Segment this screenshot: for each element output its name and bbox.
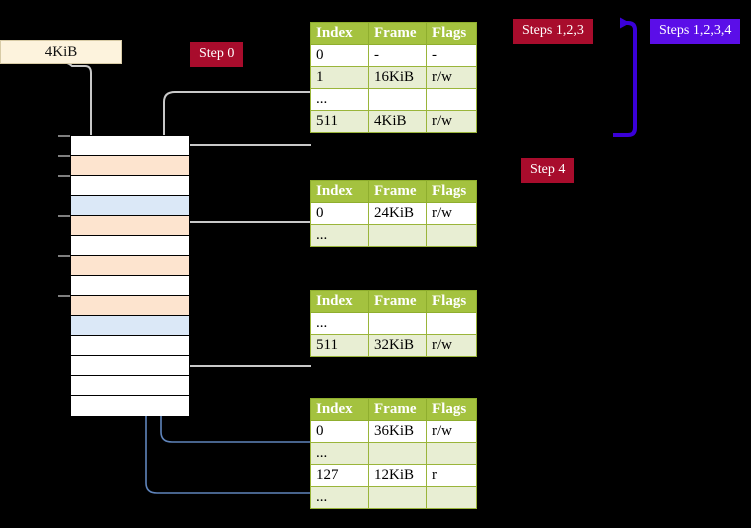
memory-tick-4 [58, 215, 70, 217]
cell-index: 0 [310, 202, 369, 225]
cell-frame [368, 486, 427, 509]
cell-flags [426, 312, 477, 335]
wire-steps-bracket [613, 17, 637, 137]
memory-frame-0 [71, 136, 189, 156]
memory-frame-7 [71, 276, 189, 296]
cell-frame: 32KiB [368, 334, 427, 357]
memory-frame-8 [71, 296, 189, 316]
memory-frame-13 [71, 396, 189, 416]
cell-flags: r/w [426, 110, 477, 133]
memory-tick-0 [58, 135, 70, 137]
cell-flags: r/w [426, 334, 477, 357]
badge-steps1234: Steps 1,2,3,4 [650, 19, 741, 44]
column-header-flags: Flags [426, 180, 477, 203]
cell-index: 0 [310, 420, 369, 443]
cell-frame [368, 312, 427, 335]
cell-index: 1 [310, 66, 369, 89]
cell-flags [426, 88, 477, 111]
badge-step4-label: Step 4 [530, 162, 566, 177]
cell-index: ... [310, 442, 369, 465]
cell-flags: r [426, 464, 477, 487]
badge-steps123-label: Steps 1,2,3 [522, 23, 584, 38]
table-row: ... [310, 224, 477, 247]
badge-steps1234-label: Steps 1,2,3,4 [659, 23, 732, 38]
cell-frame [368, 224, 427, 247]
cell-flags [426, 442, 477, 465]
wire-pdpt-row0-to-frame [179, 221, 311, 262]
cell-frame: 16KiB [368, 66, 427, 89]
badge-step4: Step 4 [521, 158, 575, 183]
memory-frame-2 [71, 176, 189, 196]
cell-flags: r/w [426, 420, 477, 443]
memory-frame-6 [71, 256, 189, 276]
wire-pd-row511-to-frame [179, 318, 311, 367]
cell-frame: - [368, 44, 427, 67]
memory-tick-6 [58, 255, 70, 257]
memory-frame-5 [71, 236, 189, 256]
cell-frame [368, 88, 427, 111]
memory-frame-11 [71, 356, 189, 376]
cell-frame: 12KiB [368, 464, 427, 487]
cell-index: 0 [310, 44, 369, 67]
table-row: ... [310, 442, 477, 465]
cell-index: 511 [310, 334, 369, 357]
cell-flags: - [426, 44, 477, 67]
memory-tick-1 [58, 155, 70, 157]
column-header-frame: Frame [368, 22, 427, 45]
column-header-flags: Flags [426, 290, 477, 313]
memory-frame-3 [71, 196, 189, 216]
cell-frame: 36KiB [368, 420, 427, 443]
column-header-frame: Frame [368, 180, 427, 203]
column-header-index: Index [310, 180, 369, 203]
cell-index: ... [310, 486, 369, 509]
badge-step0-label: Step 0 [199, 46, 235, 61]
memory-frame-1 [71, 156, 189, 176]
cell-flags: r/w [426, 202, 477, 225]
table-row: ... [310, 312, 477, 335]
cell-index: 511 [310, 110, 369, 133]
kib-box-label: 4KiB [44, 44, 78, 60]
column-header-flags: Flags [426, 398, 477, 421]
cell-flags: r/w [426, 66, 477, 89]
cell-index: ... [310, 224, 369, 247]
cell-flags [426, 486, 477, 509]
column-header-index: Index [310, 22, 369, 45]
cell-frame: 4KiB [368, 110, 427, 133]
column-header-index: Index [310, 290, 369, 313]
memory-frame-9 [71, 316, 189, 336]
physical-memory-column [70, 135, 190, 416]
badge-step0: Step 0 [190, 42, 244, 67]
cell-frame [368, 442, 427, 465]
column-header-frame: Frame [368, 398, 427, 421]
badge-steps123: Steps 1,2,3 [513, 19, 593, 44]
memory-frame-10 [71, 336, 189, 356]
cell-frame: 24KiB [368, 202, 427, 225]
cell-flags [426, 224, 477, 247]
memory-tick-2 [58, 175, 70, 177]
cell-index: ... [310, 88, 369, 111]
table-row: ... [310, 88, 477, 111]
memory-frame-12 [71, 376, 189, 396]
cell-index: 127 [310, 464, 369, 487]
wire-pml4-row511-left [179, 144, 311, 154]
kib-box: 4KiB [0, 40, 122, 64]
column-header-frame: Frame [368, 290, 427, 313]
memory-frame-4 [71, 216, 189, 236]
column-header-index: Index [310, 398, 369, 421]
memory-tick-8 [58, 295, 70, 297]
column-header-flags: Flags [426, 22, 477, 45]
table-row: ... [310, 486, 477, 509]
cell-index: ... [310, 312, 369, 335]
table-row: 0-- [310, 44, 477, 67]
